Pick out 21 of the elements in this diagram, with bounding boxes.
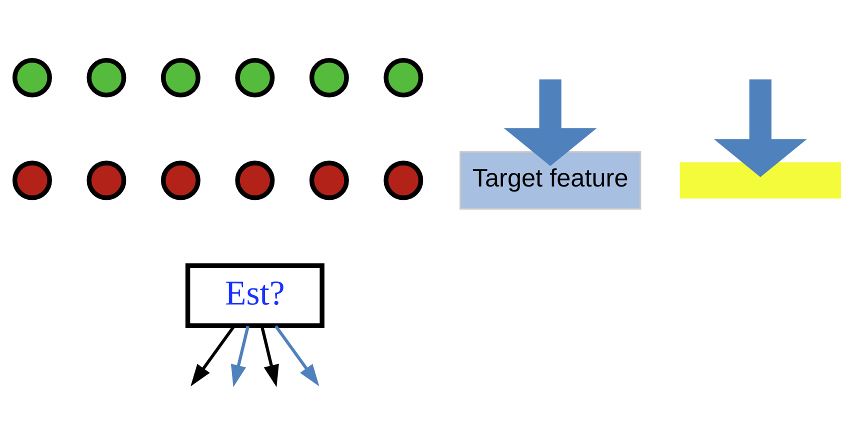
arrow <box>230 326 250 388</box>
arrow <box>714 79 807 178</box>
node-circle <box>160 160 200 200</box>
node-circle <box>86 58 126 98</box>
node-circle <box>86 160 126 200</box>
arrow <box>274 325 320 386</box>
node-circle <box>235 58 275 98</box>
arrow <box>190 325 236 386</box>
node-box: Target feature <box>459 151 642 210</box>
node-box <box>680 162 841 199</box>
node-circle <box>12 160 52 200</box>
node-circle <box>309 58 349 98</box>
node-circle <box>384 160 424 200</box>
arrow <box>260 326 279 388</box>
node-circle <box>12 58 52 98</box>
arrow <box>504 79 597 166</box>
node-circle <box>160 58 200 98</box>
node-circle <box>309 160 349 200</box>
node-circle <box>384 58 424 98</box>
node-circle <box>235 160 275 200</box>
node-box: Est? <box>185 263 324 328</box>
